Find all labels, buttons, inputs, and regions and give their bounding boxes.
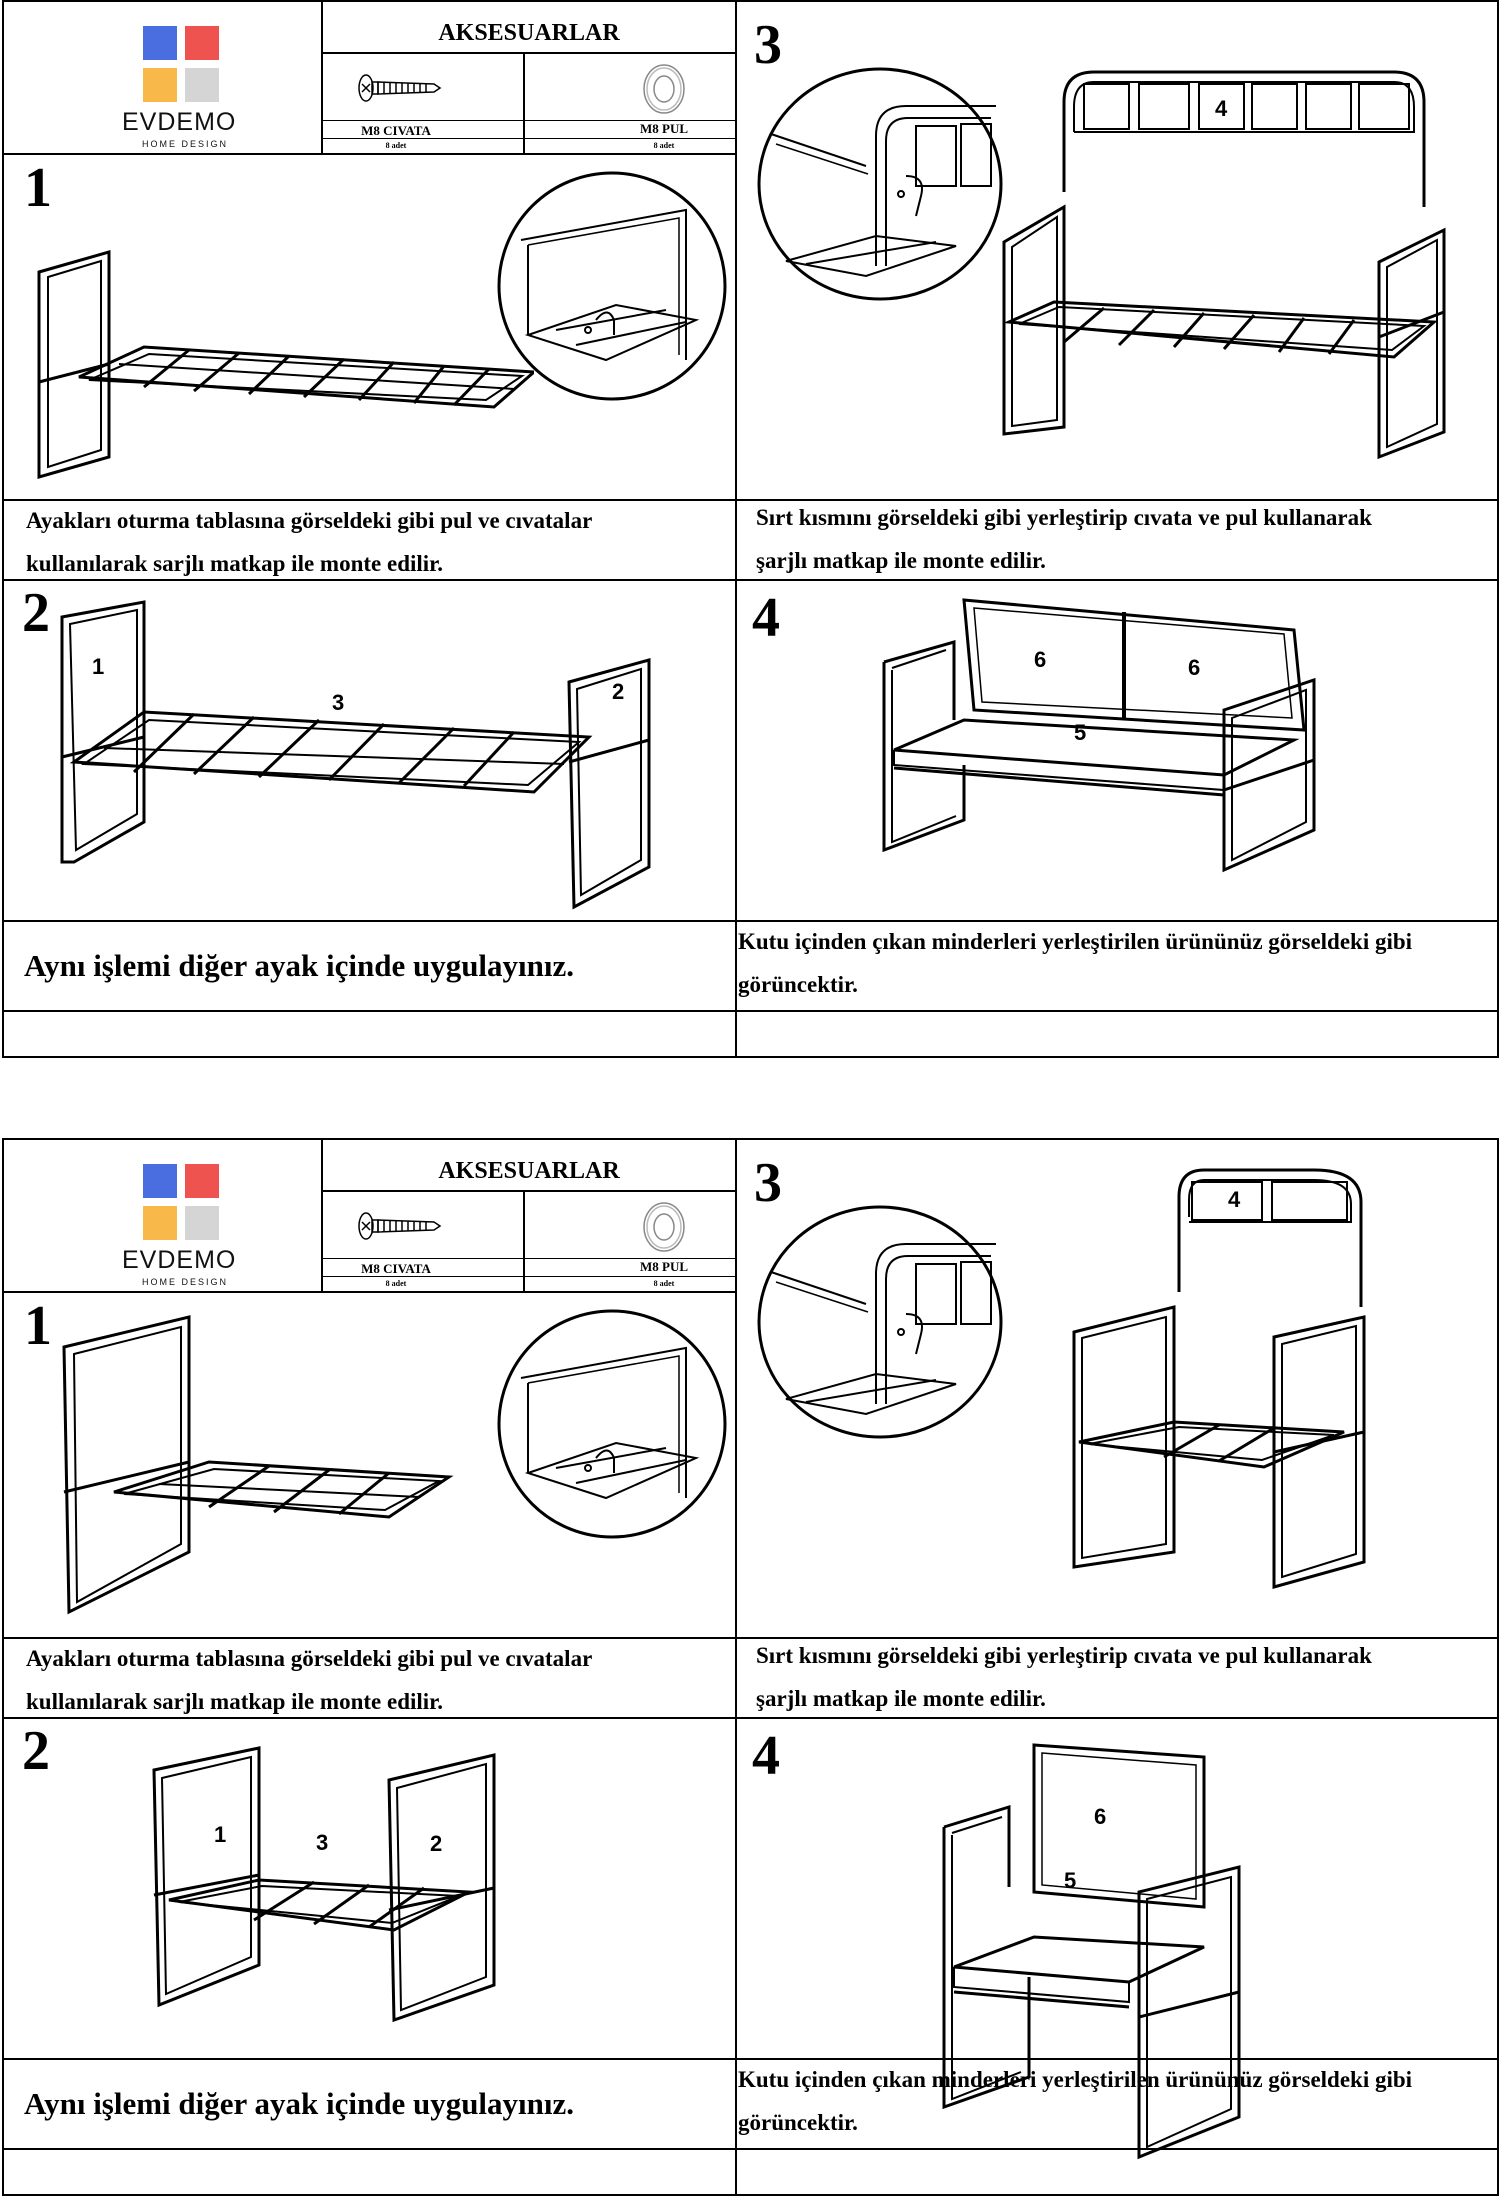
divider bbox=[735, 2, 737, 1058]
step-caption: Kutu içinden çıkan minderleri yerleştiri… bbox=[738, 2067, 1413, 2135]
logo-square-gray bbox=[185, 1206, 219, 1240]
divider bbox=[4, 1717, 1499, 1719]
step-number: 2 bbox=[22, 582, 50, 644]
instruction-sheet-chair: EVDEMO HOME DESIGN AKSESUARLAR M8 CIVATA… bbox=[2, 1138, 1499, 2196]
divider bbox=[4, 579, 1499, 581]
divider bbox=[321, 1190, 735, 1192]
divider bbox=[321, 1276, 735, 1277]
brand-tagline: HOME DESIGN bbox=[142, 1277, 229, 1287]
brand-name: EVDEMO bbox=[122, 108, 237, 136]
divider bbox=[4, 153, 735, 155]
step-number: 3 bbox=[754, 1152, 782, 1214]
step4-finished-chair-illustration bbox=[939, 1737, 1249, 2197]
logo-square-yellow bbox=[143, 1206, 177, 1240]
divider bbox=[4, 920, 1499, 922]
washer-qty: 8 adet bbox=[653, 141, 675, 150]
logo-square-gray bbox=[185, 68, 219, 102]
part-label: 6 bbox=[1188, 655, 1201, 680]
accessories-title: AKSESUARLAR bbox=[438, 20, 620, 46]
logo-square-yellow bbox=[143, 68, 177, 102]
part-label: 5 bbox=[1064, 1868, 1077, 1893]
step-caption: Sırt kısmını görseldeki gibi yerleştirip… bbox=[756, 505, 1372, 573]
step-caption: Ayakları oturma tablasına görseldeki gib… bbox=[26, 1646, 593, 1714]
divider bbox=[4, 1291, 735, 1293]
part-label: 4 bbox=[1215, 96, 1228, 121]
bolt-label: M8 CIVATA bbox=[361, 1261, 431, 1276]
divider bbox=[4, 499, 1499, 501]
part-label: 6 bbox=[1034, 647, 1047, 672]
divider bbox=[4, 2058, 1499, 2060]
step2-assembly-illustration bbox=[54, 592, 664, 912]
step1-leg-seat-illustration bbox=[34, 242, 534, 502]
divider bbox=[321, 2, 323, 154]
step-number: 4 bbox=[752, 587, 780, 649]
step4-finished-sofa-illustration bbox=[874, 590, 1324, 890]
brand-tagline: HOME DESIGN bbox=[142, 139, 229, 149]
divider bbox=[4, 2148, 1499, 2150]
accessories-title: AKSESUARLAR bbox=[438, 1158, 620, 1184]
bolt-qty: 8 adet bbox=[385, 141, 407, 150]
part-label: 3 bbox=[332, 690, 345, 715]
instruction-sheet-sofa: EVDEMO HOME DESIGN AKSESUARLAR M8 CIVATA… bbox=[2, 0, 1499, 1058]
step-number: 3 bbox=[754, 14, 782, 76]
divider bbox=[321, 1258, 735, 1259]
step-caption: Aynı işlemi diğer ayak içinde uygulayını… bbox=[24, 948, 575, 983]
part-label: 6 bbox=[1094, 1804, 1107, 1829]
bolt-label: M8 CIVATA bbox=[361, 123, 431, 138]
divider bbox=[4, 1010, 1499, 1012]
divider bbox=[735, 1140, 737, 2196]
part-label: 2 bbox=[612, 679, 625, 704]
step3-detail-zoom bbox=[756, 1204, 1004, 1440]
washer-icon bbox=[640, 62, 688, 116]
washer-label: M8 PUL bbox=[639, 121, 689, 136]
step-number: 1 bbox=[24, 1295, 52, 1357]
step-caption: Aynı işlemi diğer ayak içinde uygulayını… bbox=[24, 2086, 575, 2121]
divider bbox=[321, 52, 735, 54]
part-label: 4 bbox=[1228, 1187, 1241, 1212]
washer-icon bbox=[640, 1200, 688, 1254]
part-label: 1 bbox=[92, 654, 105, 679]
part-label: 2 bbox=[430, 1831, 443, 1856]
step-number: 2 bbox=[22, 1720, 50, 1782]
step2-assembly-illustration bbox=[144, 1740, 504, 2040]
logo-square-red bbox=[185, 1164, 219, 1198]
divider bbox=[321, 120, 735, 121]
part-label: 1 bbox=[214, 1822, 227, 1847]
divider bbox=[523, 1190, 525, 1292]
logo-square-blue bbox=[143, 26, 177, 60]
divider bbox=[321, 138, 735, 139]
divider bbox=[321, 1140, 323, 1292]
step3-backrest-illustration bbox=[1064, 1162, 1374, 1602]
step3-backrest-illustration bbox=[994, 62, 1454, 462]
bolt-icon bbox=[354, 1206, 444, 1246]
step-number: 4 bbox=[752, 1725, 780, 1787]
divider bbox=[523, 52, 525, 154]
bolt-qty: 8 adet bbox=[385, 1279, 407, 1288]
divider bbox=[4, 1637, 1499, 1639]
step-caption: Ayakları oturma tablasına görseldeki gib… bbox=[26, 508, 593, 576]
step-number: 1 bbox=[24, 157, 52, 219]
step1-leg-seat-illustration bbox=[59, 1312, 459, 1632]
part-label: 3 bbox=[316, 1830, 329, 1855]
brand-name: EVDEMO bbox=[122, 1246, 237, 1274]
step-caption: Sırt kısmını görseldeki gibi yerleştirip… bbox=[756, 1643, 1372, 1711]
step-caption: Kutu içinden çıkan minderleri yerleştiri… bbox=[738, 929, 1413, 997]
step1-detail-zoom bbox=[496, 1308, 728, 1540]
bolt-icon bbox=[354, 68, 444, 108]
washer-qty: 8 adet bbox=[653, 1279, 675, 1288]
step1-detail-zoom bbox=[496, 170, 728, 402]
part-label: 5 bbox=[1074, 720, 1087, 745]
step3-detail-zoom bbox=[756, 66, 1004, 302]
logo-square-blue bbox=[143, 1164, 177, 1198]
logo-square-red bbox=[185, 26, 219, 60]
washer-label: M8 PUL bbox=[639, 1259, 689, 1274]
